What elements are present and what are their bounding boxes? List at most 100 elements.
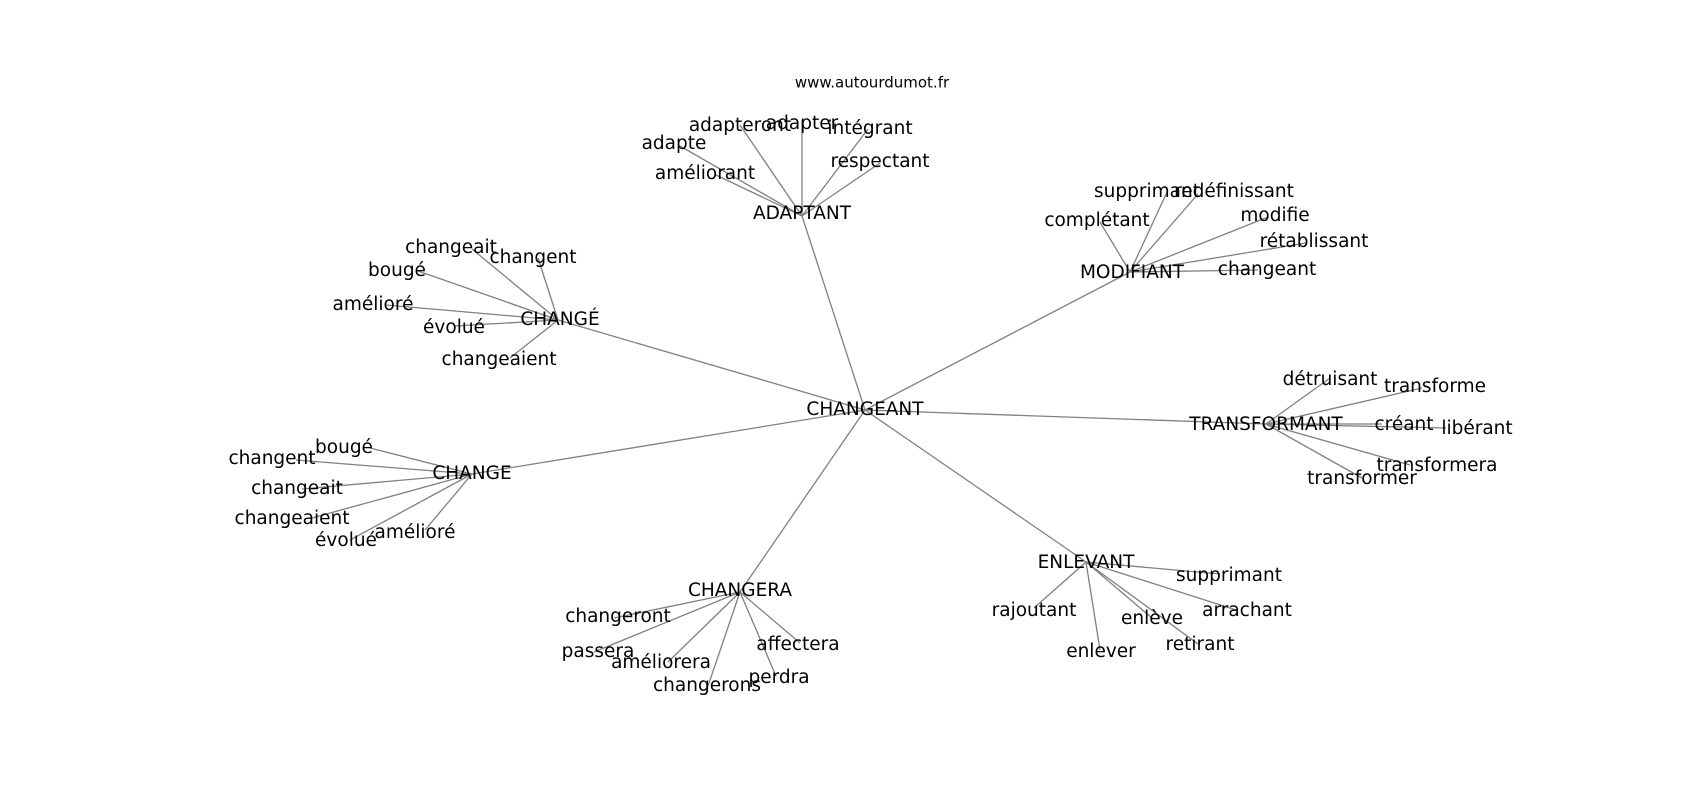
edge-hub-4-word-3: [311, 473, 473, 519]
word-node-label: enlève: [1121, 608, 1183, 629]
word-node-label: rétablissant: [1260, 231, 1369, 252]
word-node-label: bougé: [368, 260, 426, 281]
word-node-label: évolué: [315, 530, 377, 551]
edge-hub-3-word-1: [1265, 387, 1423, 425]
word-node-label: passera: [562, 641, 635, 662]
center-node-label: CHANGEANT: [806, 399, 924, 420]
edge-center-to-hub-6: [739, 409, 866, 593]
word-node-label: transforme: [1384, 376, 1486, 397]
edge-hub-6-word-4: [707, 591, 741, 687]
edge-hub-2-word-5: [509, 319, 559, 359]
edge-hub-6-word-2: [739, 591, 801, 644]
hub-node-label: ADAPTANT: [753, 203, 852, 224]
edge-hub-6-word-3: [667, 591, 741, 663]
word-node-label: enlever: [1066, 641, 1136, 662]
edge-hub-1-word-4: [1129, 242, 1307, 273]
edge-hub-1-word-3: [1129, 216, 1269, 273]
edge-hub-0-word-0: [739, 124, 803, 217]
edge-hub-3-word-4: [1265, 423, 1411, 466]
edge-center-to-hub-2: [557, 319, 866, 411]
edge-hub-4-word-4: [349, 473, 473, 541]
edge-hub-1-word-5: [1129, 269, 1259, 273]
edge-hub-2-word-4: [454, 319, 559, 327]
word-node-label: changent: [228, 448, 315, 469]
edge-center-to-hub-3: [864, 409, 1267, 425]
word-node-label: changent: [489, 247, 576, 268]
word-node-label: adapter: [766, 113, 839, 134]
edge-hub-1-word-1: [1129, 193, 1199, 273]
edge-hub-0-word-2: [801, 128, 869, 217]
graph-labels: CHANGEANT ADAPTANT adapterontadapterintégr…: [228, 113, 1512, 696]
graph-edges: [295, 120, 1447, 687]
word-node-label: arrachant: [1202, 600, 1292, 621]
hub-node-label: CHANGE: [432, 463, 511, 484]
edge-hub-2-word-0: [471, 248, 559, 321]
word-node-label: changeaient: [442, 349, 557, 370]
edge-hub-3-word-0: [1265, 377, 1331, 425]
word-node-label: changerons: [653, 675, 761, 696]
word-node-label: perdra: [748, 667, 809, 688]
word-node-label: améliorant: [655, 163, 755, 184]
word-node-label: changeront: [565, 606, 671, 627]
edge-hub-1-word-2: [1099, 221, 1131, 273]
edge-hub-4-word-5: [424, 473, 473, 531]
edge-center-to-hub-5: [864, 409, 1087, 563]
word-node-label: évolué: [423, 317, 485, 338]
word-node-label: changeant: [1218, 259, 1316, 280]
edge-hub-5-word-2: [1085, 561, 1153, 619]
word-node-label: améliorera: [611, 652, 711, 673]
edge-hub-4-word-1: [295, 459, 473, 475]
word-node-label: redéfinissant: [1174, 181, 1294, 202]
word-node-label: intégrant: [827, 118, 912, 139]
word-node-label: transformer: [1307, 468, 1417, 489]
hub-node-label: CHANGÉ: [520, 308, 599, 330]
hub-node-label: ENLEVANT: [1038, 552, 1135, 573]
edge-hub-3-word-3: [1265, 423, 1447, 429]
word-node-label: affectera: [756, 634, 839, 655]
edge-hub-4-word-0: [369, 447, 473, 475]
word-node-label: amélioré: [333, 294, 414, 315]
edge-hub-5-word-5: [1085, 561, 1199, 645]
edge-hub-6-word-0: [613, 591, 741, 619]
word-node-label: transformera: [1376, 455, 1497, 476]
edge-hub-2-word-3: [385, 304, 559, 321]
word-node-label: libérant: [1441, 418, 1512, 439]
word-node-label: bougé: [315, 437, 373, 458]
edge-hub-6-word-5: [739, 591, 777, 677]
edge-hub-1-word-0: [1129, 189, 1169, 273]
edge-hub-5-word-4: [1085, 561, 1101, 651]
word-node-label: changeait: [251, 478, 343, 499]
edge-hub-0-word-4: [801, 162, 881, 217]
edge-center-to-hub-4: [471, 409, 866, 475]
word-node-label: supprimant: [1176, 565, 1282, 586]
edge-hub-3-word-5: [1265, 423, 1363, 479]
hub-node-label: CHANGERA: [688, 580, 792, 601]
edge-hub-4-word-2: [301, 473, 473, 490]
edge-center-to-hub-0: [801, 215, 866, 411]
edge-hub-5-word-1: [1033, 561, 1087, 609]
word-node-label: modifie: [1240, 205, 1309, 226]
word-node-label: amélioré: [375, 522, 456, 543]
hub-node-label: MODIFIANT: [1080, 262, 1185, 283]
edge-hub-0-word-3: [679, 145, 803, 217]
edge-hub-5-word-0: [1085, 561, 1221, 575]
word-node-label: respectant: [830, 151, 929, 172]
word-node-label: retirant: [1166, 634, 1235, 655]
edge-hub-2-word-1: [537, 257, 559, 321]
word-node-label: adapte: [642, 133, 707, 154]
word-node-label: rajoutant: [992, 600, 1077, 621]
edge-center-to-hub-1: [864, 271, 1131, 411]
edge-hub-2-word-2: [417, 270, 559, 321]
word-node-label: adapteront: [689, 115, 791, 136]
word-node-label: créant: [1374, 414, 1433, 435]
word-node-label: changeaient: [235, 508, 350, 529]
word-node-label: complétant: [1044, 210, 1149, 231]
word-node-label: supprimant: [1094, 181, 1200, 202]
edge-hub-5-word-3: [1085, 561, 1237, 611]
hub-node-label: TRANSFORMANT: [1188, 414, 1343, 435]
edge-hub-0-word-5: [715, 174, 803, 217]
edge-hub-6-word-1: [593, 591, 741, 653]
word-node-label: détruisant: [1283, 369, 1378, 390]
source-url: www.autourdumot.fr: [795, 74, 950, 92]
